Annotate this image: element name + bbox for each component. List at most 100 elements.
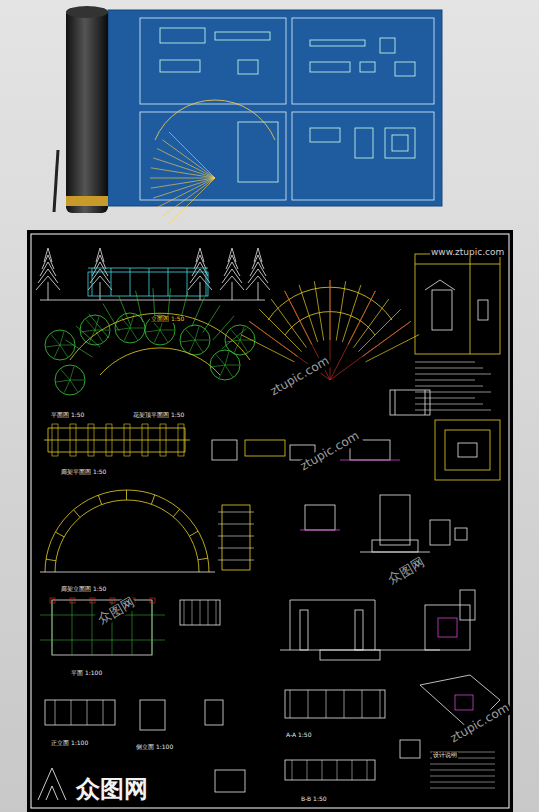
cad-stroke xyxy=(186,329,195,340)
cad-stroke xyxy=(74,510,81,518)
cad-stroke xyxy=(380,690,381,718)
label-holder: 廊架平面图 1:50 xyxy=(60,459,107,478)
cad-stroke xyxy=(310,40,365,46)
drawing-label: 侧立面 1:100 xyxy=(135,744,174,751)
cad-stroke xyxy=(187,268,188,296)
cad-stroke xyxy=(342,285,361,342)
cad-stroke xyxy=(150,178,215,179)
cad-stroke xyxy=(435,420,500,480)
label-holder: A-A 1:50 xyxy=(285,722,313,741)
cad-stroke xyxy=(136,291,143,322)
cad-stroke xyxy=(352,760,353,780)
cad-stroke xyxy=(140,700,165,730)
cad-stroke xyxy=(151,495,154,504)
cad-stroke xyxy=(111,268,112,296)
cad-stroke xyxy=(430,782,495,783)
cad-stroke xyxy=(40,640,165,641)
cad-stroke xyxy=(415,410,491,411)
cad-stroke xyxy=(90,598,95,603)
cad-stroke xyxy=(168,268,169,296)
cad-stroke xyxy=(162,178,215,216)
cad-stroke xyxy=(310,128,340,142)
drawing-label: B-B 1:50 xyxy=(300,796,328,803)
cad-stroke xyxy=(92,600,93,655)
cad-stroke xyxy=(52,424,58,456)
cad-stroke xyxy=(470,254,471,354)
cad-stroke xyxy=(142,424,148,456)
cad-stroke xyxy=(218,548,254,549)
drawing-label: 正立面 1:100 xyxy=(50,740,89,747)
cad-stroke xyxy=(337,760,338,780)
cad-stroke xyxy=(153,178,215,198)
cad-stroke xyxy=(218,536,254,537)
cad-stroke xyxy=(400,740,420,758)
label-holder: 花架顶平面图 1:50 xyxy=(132,402,185,421)
cad-stroke xyxy=(100,348,220,375)
label-holder: B-B 1:50 xyxy=(300,786,328,805)
cad-stroke xyxy=(51,334,60,345)
cad-stroke xyxy=(140,18,286,104)
cad-stroke xyxy=(219,365,225,378)
cad-stroke xyxy=(160,28,205,43)
cad-stroke xyxy=(64,380,70,393)
label-holder: 廊架立面图 1:50 xyxy=(60,576,107,595)
cad-stroke xyxy=(160,424,166,456)
cad-stroke xyxy=(70,380,84,381)
cad-stroke xyxy=(60,345,74,346)
cad-stroke xyxy=(367,760,368,780)
cad-stroke xyxy=(330,321,411,380)
cad-stroke xyxy=(299,285,318,342)
cad-stroke xyxy=(205,700,223,725)
cad-stroke xyxy=(45,490,209,572)
cad-stroke xyxy=(285,690,385,718)
cad-stroke xyxy=(455,528,467,540)
cad-stroke xyxy=(89,314,109,339)
cad-stroke xyxy=(445,430,490,470)
cad-stroke xyxy=(200,282,201,300)
cad-stroke xyxy=(206,268,207,296)
cad-stroke xyxy=(300,610,308,650)
cad-stroke xyxy=(124,424,130,456)
cad-stroke xyxy=(130,328,138,340)
cad-stroke xyxy=(86,319,95,330)
label-holder: 侧立面 1:100 xyxy=(135,734,174,753)
cad-stroke xyxy=(238,60,258,74)
cad-stroke xyxy=(438,618,457,637)
cad-stroke xyxy=(216,354,225,365)
cad-stroke xyxy=(180,600,220,625)
cad-stroke xyxy=(48,282,49,300)
cad-stroke xyxy=(130,268,131,296)
cad-stroke xyxy=(52,600,53,655)
cad-stroke xyxy=(160,60,200,72)
cad-stroke xyxy=(40,300,265,301)
cad-stroke xyxy=(98,495,102,504)
cad-stroke xyxy=(460,590,475,620)
drawing-label: 平面 1:100 xyxy=(70,670,103,677)
cad-stroke xyxy=(110,598,115,603)
cad-stroke xyxy=(225,352,229,365)
cad-stroke xyxy=(425,390,426,415)
cad-stroke xyxy=(362,690,363,718)
cad-stroke xyxy=(336,281,345,340)
cad-stroke xyxy=(70,313,250,360)
cad-stroke xyxy=(54,345,60,358)
cad-stroke xyxy=(222,329,247,349)
drawing-label: www.ztupic.com xyxy=(430,247,505,257)
cad-stroke xyxy=(157,148,215,178)
cad-stroke xyxy=(430,788,495,789)
cad-stroke xyxy=(55,365,85,395)
cad-stroke xyxy=(192,600,193,625)
cad-stroke xyxy=(292,112,434,200)
cad-stroke xyxy=(76,326,100,347)
cad-stroke xyxy=(215,32,270,40)
cad-stroke xyxy=(310,62,350,72)
cad-stroke xyxy=(70,424,76,456)
cad-stroke xyxy=(360,552,430,553)
cad-stroke xyxy=(232,282,233,300)
cad-stroke xyxy=(425,280,455,290)
cad-stroke xyxy=(72,600,73,655)
cad-stroke xyxy=(169,132,215,178)
cad-stroke xyxy=(395,390,396,415)
cad-stroke xyxy=(415,368,483,369)
